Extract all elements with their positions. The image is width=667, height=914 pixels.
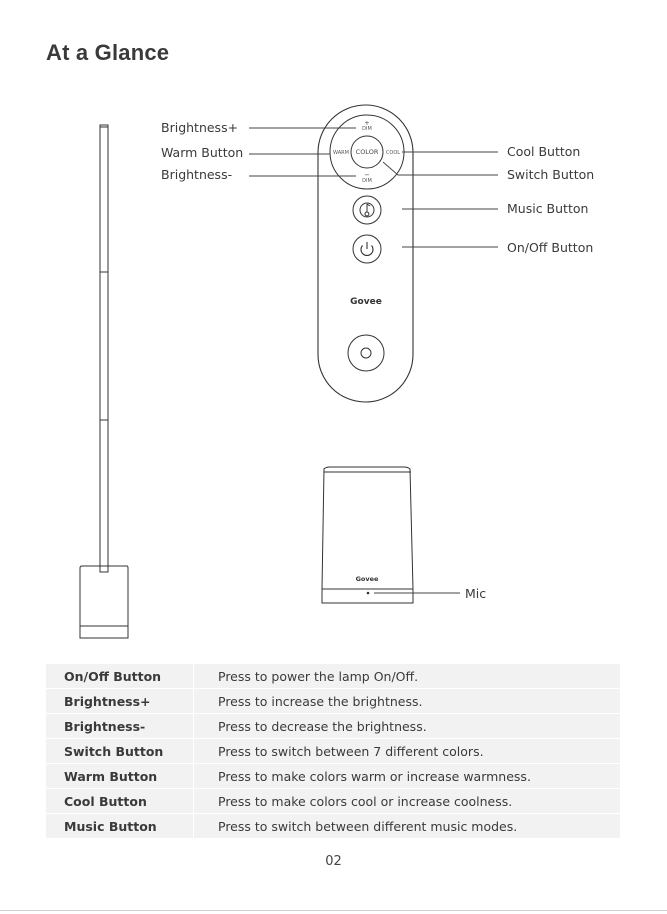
callout-music-button: Music Button	[507, 201, 588, 216]
row-name: Brightness+	[46, 688, 194, 714]
callout-onoff-button: On/Off Button	[507, 240, 593, 255]
button-function-table: On/Off Button Press to power the lamp On…	[46, 664, 620, 839]
row-desc: Press to switch between 7 different colo…	[193, 738, 620, 764]
table-row: Warm Button Press to make colors warm or…	[46, 763, 620, 789]
callout-switch-button: Switch Button	[507, 167, 594, 182]
remote-minus-sign: −	[364, 171, 369, 179]
page-title: At a Glance	[46, 40, 170, 65]
callout-cool-button: Cool Button	[507, 144, 580, 159]
floor-lamp-illustration	[79, 124, 129, 639]
row-name: Warm Button	[46, 763, 194, 789]
table-row: Cool Button Press to make colors cool or…	[46, 788, 620, 814]
remote-plus-sign: +	[364, 119, 369, 127]
power-icon	[360, 242, 374, 257]
remote-cool-label: COOL	[386, 150, 400, 156]
footer-divider	[0, 910, 667, 911]
product-diagram: DIM + DIM − WARM COOL COLOR Govee Govee	[79, 104, 594, 639]
row-desc: Press to make colors warm or increase wa…	[193, 763, 620, 789]
remote-illustration: DIM + DIM − WARM COOL COLOR Govee	[317, 104, 414, 403]
remote-brand-logo: Govee	[350, 297, 382, 307]
callout-brightness-minus: Brightness-	[161, 167, 232, 182]
remote-warm-label: WARM	[333, 150, 349, 156]
page-number: 02	[325, 854, 342, 869]
table-row: Brightness+ Press to increase the bright…	[46, 688, 620, 714]
table-row: Switch Button Press to switch between 7 …	[46, 738, 620, 764]
row-name: On/Off Button	[46, 664, 194, 689]
table-row: Music Button Press to switch between dif…	[46, 813, 620, 839]
row-name: Music Button	[46, 813, 194, 839]
music-icon	[359, 202, 375, 218]
row-desc: Press to power the lamp On/Off.	[193, 664, 620, 689]
table-row: Brightness- Press to decrease the bright…	[46, 713, 620, 739]
remote-bottom-label: DIM	[362, 178, 372, 184]
row-desc: Press to make colors cool or increase co…	[193, 788, 620, 814]
table-row: On/Off Button Press to power the lamp On…	[46, 664, 620, 689]
row-name: Brightness-	[46, 713, 194, 739]
row-name: Cool Button	[46, 788, 194, 814]
callout-brightness-plus: Brightness+	[161, 120, 238, 135]
remote-color-label: COLOR	[356, 148, 379, 156]
row-name: Switch Button	[46, 738, 194, 764]
remote-top-label: DIM	[362, 126, 372, 132]
base-brand-logo: Govee	[356, 575, 379, 583]
row-desc: Press to switch between different music …	[193, 813, 620, 839]
callout-warm-button: Warm Button	[161, 145, 243, 160]
row-desc: Press to decrease the brightness.	[193, 713, 620, 739]
base-illustration	[321, 466, 414, 604]
callout-mic: Mic	[465, 586, 486, 601]
row-desc: Press to increase the brightness.	[193, 688, 620, 714]
